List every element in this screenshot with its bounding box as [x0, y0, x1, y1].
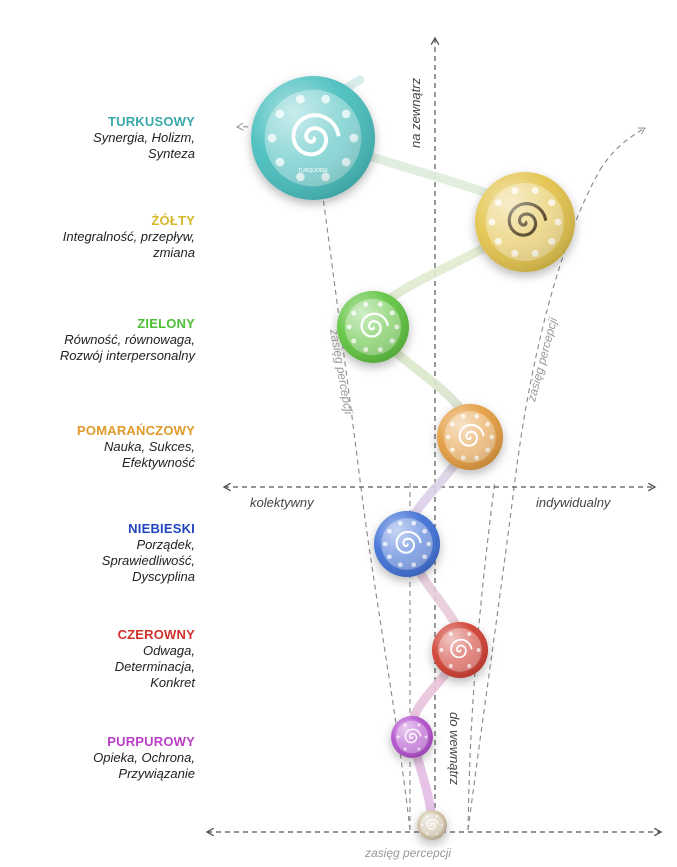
left-range-curve — [317, 159, 411, 831]
orb-group: TURQUOISE — [251, 76, 575, 840]
level-description-line: Rozwój interpersonalny — [59, 348, 195, 363]
level-name: PURPUROWY — [107, 734, 195, 749]
up-label: na zewnątrz — [408, 77, 423, 148]
level-description-line: Porządek, — [136, 537, 195, 552]
level-name: ŻÓŁTY — [151, 213, 195, 228]
right-range-outer-curve — [599, 127, 646, 171]
spiral-path — [305, 75, 531, 830]
orb-żółty — [475, 172, 575, 272]
bottom-range-label: zasięg percepcji — [364, 846, 451, 860]
level-name: TURKUSOWY — [107, 114, 195, 129]
level-description-line: Determinacja, — [114, 659, 195, 674]
orb-turkusowy: TURQUOISE — [251, 76, 375, 200]
orb-shine — [432, 622, 488, 678]
orb-purpurowy — [391, 716, 433, 758]
level-name: NIEBIESKI — [128, 521, 195, 536]
level-description-line: Opieka, Ochrona, — [93, 750, 195, 765]
level-description-line: Nauka, Sukces, — [103, 439, 195, 454]
level-description-line: Synteza — [148, 146, 195, 161]
level-description-line: Przywiązanie — [118, 766, 195, 781]
level-description-line: Integralność, przepływ, — [62, 229, 195, 244]
left-label: kolektywny — [250, 495, 315, 510]
left-range-outer-curve — [235, 122, 319, 161]
level-description-line: Efektywność — [122, 455, 195, 470]
level-description-line: Odwaga, — [142, 643, 195, 658]
orb-pomarańczowy — [437, 404, 503, 470]
orb-zielony — [337, 291, 409, 363]
level-description-line: Dyscyplina — [132, 569, 195, 584]
down-label: do wewnątrz — [447, 712, 462, 785]
level-name: ZIELONY — [137, 316, 195, 331]
right-range-label: zasięg percepcji — [524, 316, 560, 404]
orb-shine — [437, 404, 503, 470]
level-description-line: Równość, równowaga, — [64, 332, 195, 347]
orb-label: TURQUOISE — [298, 168, 328, 174]
orb-shine — [417, 810, 447, 840]
orb-shine — [337, 291, 409, 363]
orb-shine — [251, 76, 375, 200]
orb-czerowny — [432, 622, 488, 678]
right-funnel-line — [467, 479, 496, 831]
orb-shine — [374, 511, 440, 577]
orb-shine — [475, 172, 575, 272]
level-description-line: Synergia, Holizm, — [93, 130, 195, 145]
orb-shine — [391, 716, 433, 758]
orb-base — [417, 810, 447, 840]
orb-niebieski — [374, 511, 440, 577]
level-description-line: Sprawiedliwość, — [101, 553, 195, 568]
right-label: indywidualny — [536, 495, 612, 510]
level-description-line: zmiana — [153, 245, 195, 260]
level-name: CZEROWNY — [117, 627, 195, 642]
level-name: POMARAŃCZOWY — [77, 423, 195, 438]
level-description-line: Konkret — [150, 675, 195, 690]
